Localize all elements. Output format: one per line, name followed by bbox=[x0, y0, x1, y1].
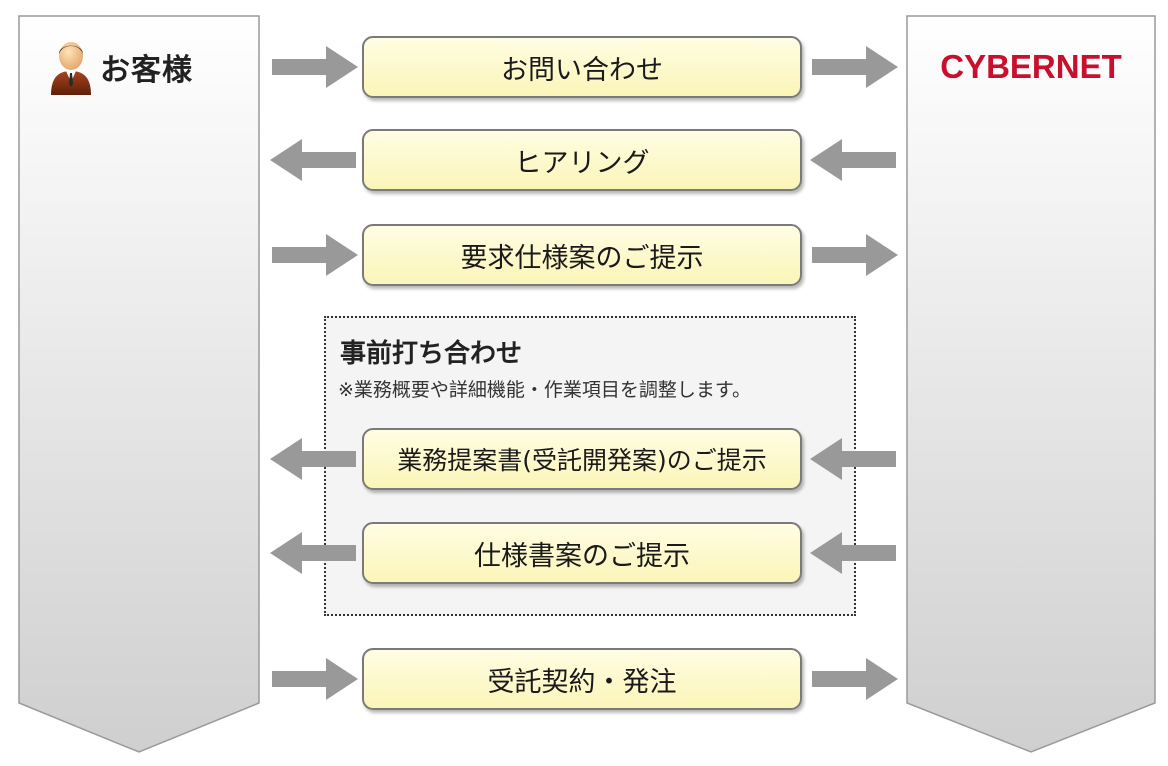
arrow-left-icon bbox=[810, 532, 896, 574]
arrow-right-icon bbox=[272, 658, 358, 700]
company-logo: CYBERNET bbox=[940, 48, 1122, 85]
arrow-right-icon bbox=[812, 234, 898, 276]
step-requirements-proposal: 要求仕様案のご提示 bbox=[362, 224, 802, 286]
customer-lane bbox=[18, 15, 260, 753]
arrow-right-icon bbox=[272, 234, 358, 276]
arrow-left-icon bbox=[810, 438, 896, 480]
person-icon bbox=[51, 42, 91, 95]
customer-label: お客様 bbox=[100, 53, 193, 88]
arrow-right-icon bbox=[272, 46, 358, 88]
arrow-left-icon bbox=[270, 139, 356, 181]
step-inquiry: お問い合わせ bbox=[362, 36, 802, 98]
step-hearing: ヒアリング bbox=[362, 129, 802, 191]
company-lane bbox=[906, 15, 1156, 753]
customer-header: お客様 bbox=[48, 38, 193, 96]
preliminary-meeting-title: 事前打ち合わせ bbox=[340, 339, 523, 369]
step-contract-order: 受託契約・発注 bbox=[362, 648, 802, 710]
arrow-right-icon bbox=[812, 46, 898, 88]
arrow-left-icon bbox=[270, 532, 356, 574]
arrow-left-icon bbox=[270, 438, 356, 480]
step-specification-draft: 仕様書案のご提示 bbox=[362, 522, 802, 584]
arrow-right-icon bbox=[812, 658, 898, 700]
preliminary-meeting-note: ※業務概要や詳細機能・作業項目を調整します。 bbox=[338, 379, 752, 401]
step-business-proposal: 業務提案書(受託開発案)のご提示 bbox=[362, 428, 802, 490]
arrow-left-icon bbox=[810, 139, 896, 181]
